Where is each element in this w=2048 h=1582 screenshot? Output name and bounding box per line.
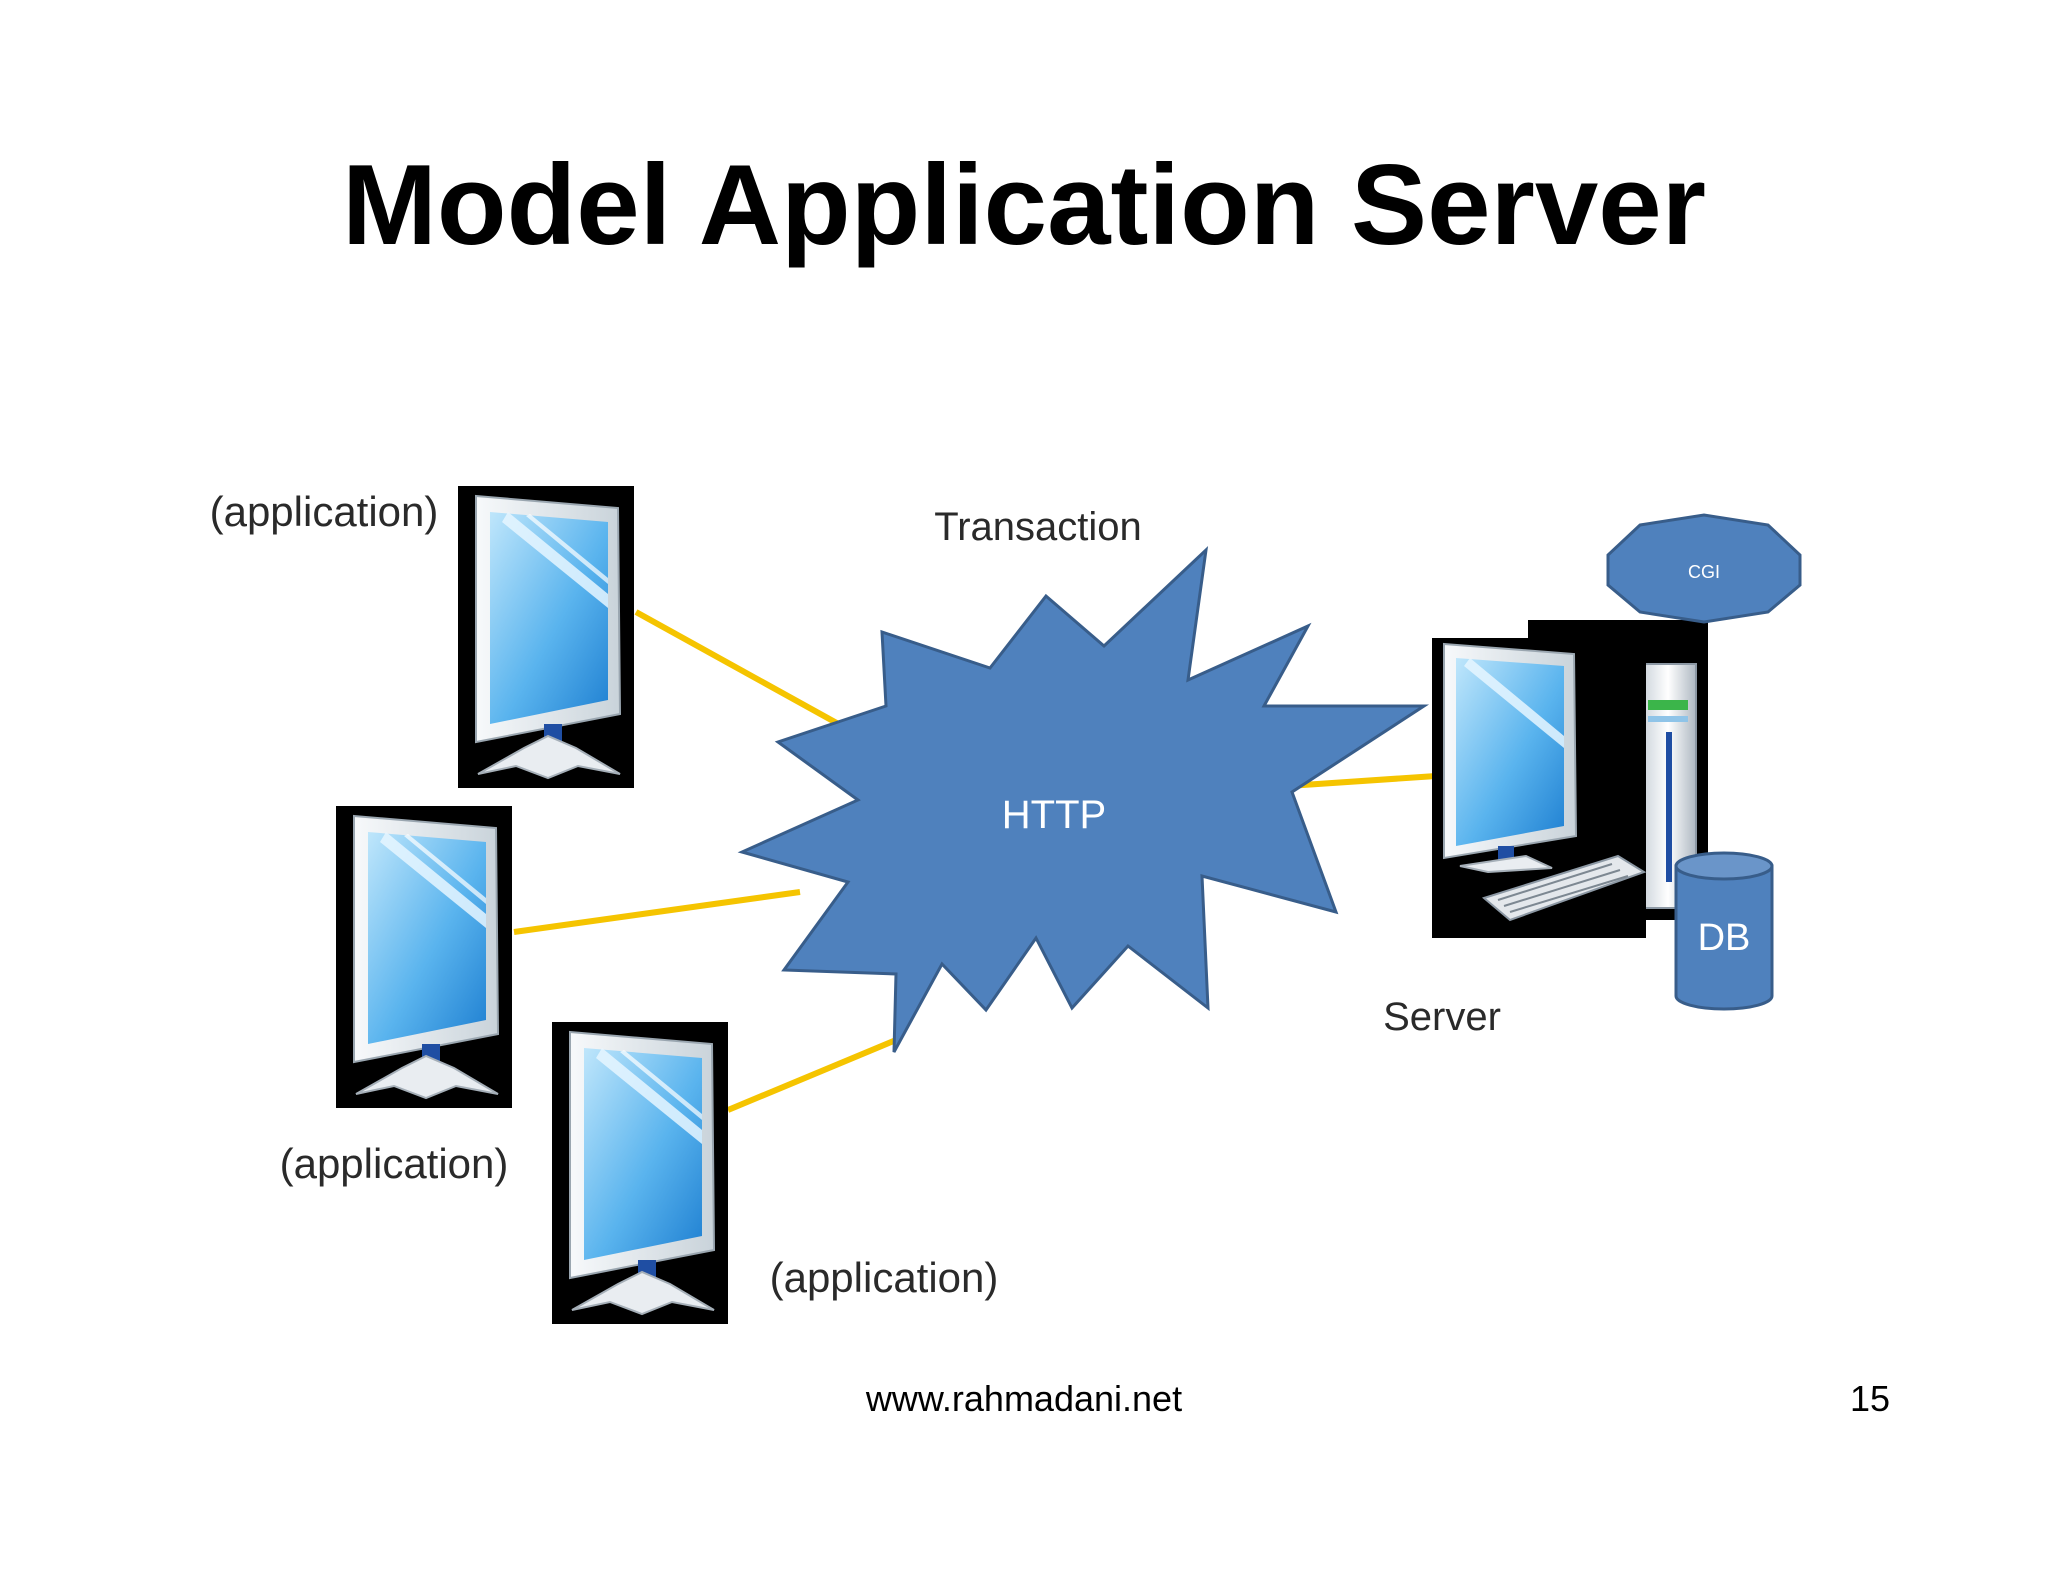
client-monitor-icon (335, 805, 513, 1109)
transaction-label: Transaction (934, 505, 1142, 549)
connector-client-3 (726, 1037, 898, 1113)
database-icon: DB (1674, 851, 1774, 1011)
db-label: DB (1698, 917, 1751, 959)
client-label-1: (application) (210, 488, 439, 535)
connector-server (1287, 773, 1437, 789)
footer-url: www.rahmadani.net (865, 1378, 1183, 1419)
client-monitor-icon (551, 1021, 729, 1325)
server-label: Server (1383, 995, 1501, 1039)
server-computer-icon (1432, 620, 1708, 938)
client-label-2: (application) (280, 1140, 509, 1187)
slide-title: Model Application Server (341, 142, 1707, 269)
page-number: 15 (1849, 1378, 1890, 1419)
client-monitor-icon (457, 485, 635, 789)
network-burst-icon (737, 545, 1430, 1053)
connector-lines (513, 609, 1437, 1113)
client-label-3: (application) (770, 1254, 999, 1301)
connector-client-2 (513, 889, 801, 935)
cgi-node: CGI (1606, 513, 1802, 624)
cgi-label: CGI (1688, 562, 1720, 582)
connector-client-1 (634, 609, 864, 740)
http-label: HTTP (1002, 793, 1106, 837)
